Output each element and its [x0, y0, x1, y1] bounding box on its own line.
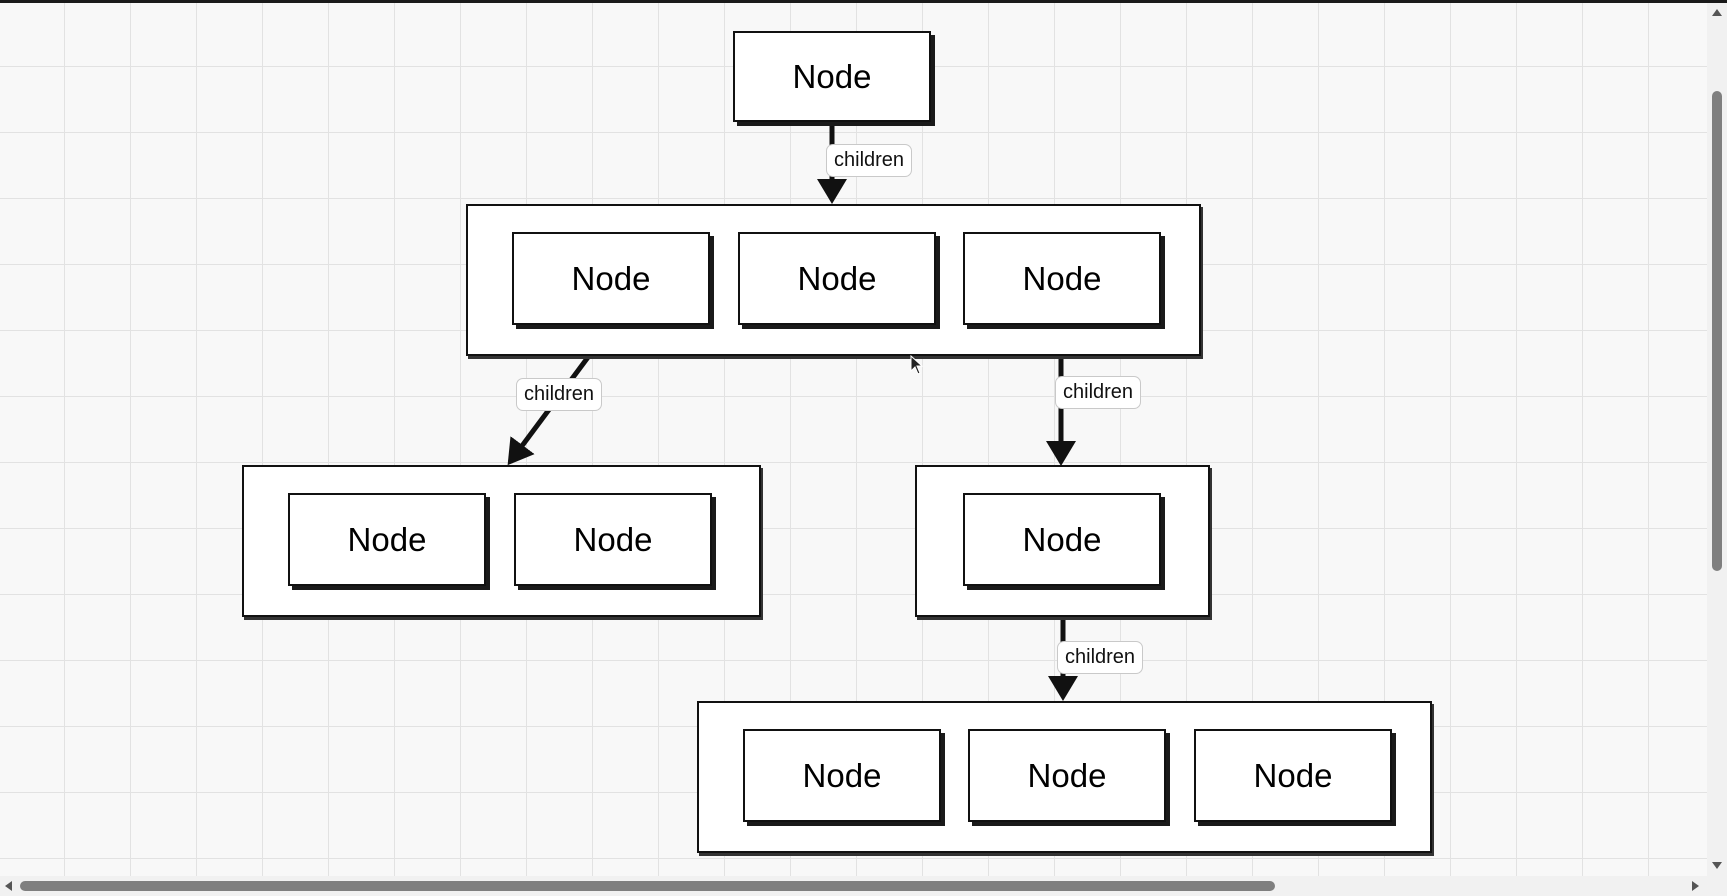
level-3-node-2[interactable]: Node — [968, 729, 1166, 822]
scrollbar-corner — [1707, 876, 1727, 896]
level-3-node-1[interactable]: Node — [743, 729, 941, 822]
scroll-up-arrow-icon[interactable] — [1712, 9, 1722, 16]
node-label: Node — [1253, 756, 1333, 794]
mouse-pointer-icon — [910, 355, 924, 375]
vertical-scrollbar-thumb[interactable] — [1712, 91, 1722, 571]
level-1-node-1[interactable]: Node — [512, 232, 710, 325]
edge-label-level2-right[interactable]: children — [1057, 641, 1144, 674]
diagram-canvas[interactable]: Node Node Node Node Node Node Node Node … — [0, 3, 1707, 876]
level-3-node-3[interactable]: Node — [1194, 729, 1392, 822]
scroll-right-arrow-icon[interactable] — [1692, 881, 1699, 891]
edge-label-level1-right[interactable]: children — [1055, 376, 1142, 409]
node-label: Node — [1027, 756, 1107, 794]
edge-label-level1-left[interactable]: children — [516, 378, 603, 411]
level-2-right-node-1[interactable]: Node — [963, 493, 1161, 586]
root-node[interactable]: Node — [733, 31, 931, 122]
node-label: Node — [792, 57, 872, 95]
level-2-left-node-1[interactable]: Node — [288, 493, 486, 586]
horizontal-scrollbar-thumb[interactable] — [20, 881, 1275, 891]
scroll-down-arrow-icon[interactable] — [1712, 862, 1722, 869]
level-1-node-3[interactable]: Node — [963, 232, 1161, 325]
node-label: Node — [571, 259, 651, 297]
window-top-border — [0, 0, 1727, 3]
node-label: Node — [573, 520, 653, 558]
edge-label-root[interactable]: children — [826, 144, 913, 177]
level-2-left-node-2[interactable]: Node — [514, 493, 712, 586]
node-label: Node — [1022, 259, 1102, 297]
node-label: Node — [802, 756, 882, 794]
level-1-node-2[interactable]: Node — [738, 232, 936, 325]
node-label: Node — [1022, 520, 1102, 558]
node-label: Node — [347, 520, 427, 558]
scroll-left-arrow-icon[interactable] — [5, 881, 12, 891]
horizontal-scrollbar[interactable] — [0, 876, 1707, 896]
vertical-scrollbar[interactable] — [1707, 3, 1727, 876]
node-label: Node — [797, 259, 877, 297]
